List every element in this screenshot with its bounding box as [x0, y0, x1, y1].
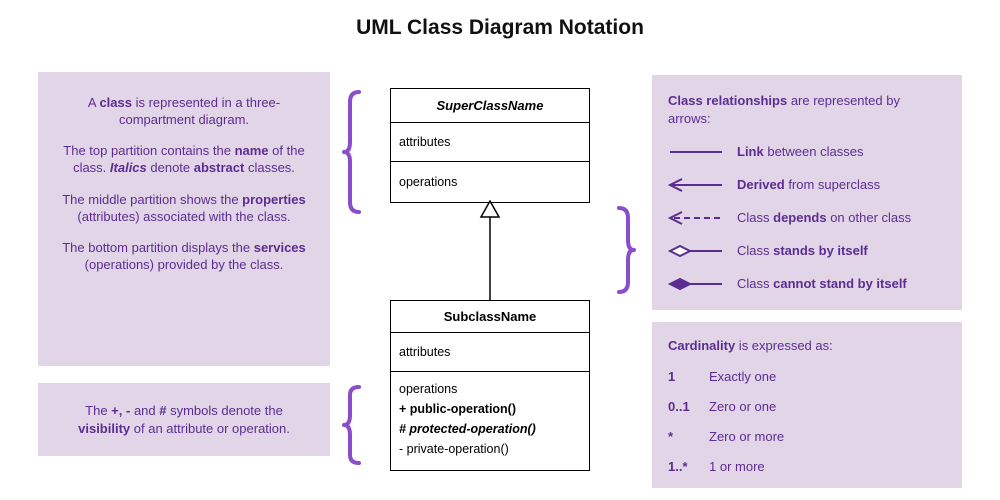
cardinality-description: 1 or more [709, 459, 765, 474]
operation-line: - private-operation() [399, 442, 509, 456]
subclass-attributes-compartment: attributes [391, 332, 589, 371]
relationship-label: Derived from superclass [737, 177, 881, 193]
cardinality-panel: Cardinality is expressed as: 1 Exactly o… [652, 322, 962, 488]
depends-arrow-icon [668, 210, 722, 225]
generalization-arrow-icon [479, 200, 501, 300]
subclass-name: SubclassName [443, 309, 537, 324]
relationship-label: Class depends on other class [737, 210, 912, 226]
visibility-note-text: The +, - and # symbols denote the visibi… [78, 402, 290, 436]
cardinality-description: Zero or more [709, 429, 785, 444]
cardinality-heading: Cardinality is expressed as: [668, 338, 833, 353]
relationship-row: Derived from superclass [668, 177, 946, 192]
link-arrow-icon [670, 150, 722, 153]
explanation-paragraph: The bottom partition displays the servic… [62, 239, 306, 273]
cardinality-symbol: * [668, 429, 674, 444]
compartments-brace-icon [342, 90, 361, 214]
relationships-panel: Class relationships are represented by a… [652, 75, 962, 310]
cardinality-row: 1..* 1 or more [668, 459, 946, 474]
superclass-box: SuperClassName attributes operations [390, 88, 590, 203]
relationship-row: Class stands by itself [668, 243, 946, 258]
operation-line: # protected-operation() [399, 422, 536, 436]
relationship-label: Class stands by itself [737, 243, 868, 259]
relationships-brace-icon [617, 206, 636, 294]
class-explanation-panel: A class is represented in a three-compar… [38, 72, 330, 366]
page-title: UML Class Diagram Notation [356, 16, 644, 39]
aggregation-arrow-icon [668, 244, 722, 257]
cardinality-row: * Zero or more [668, 429, 946, 444]
superclass-attributes-compartment: attributes [391, 122, 589, 161]
subclass-operations-compartment: operations + public-operation() # protec… [391, 371, 589, 470]
composition-arrow-icon [668, 277, 722, 290]
superclass-operations-compartment: operations [391, 161, 589, 202]
explanation-paragraph: The top partition contains the name of t… [63, 143, 305, 176]
cardinality-description: Exactly one [709, 369, 777, 384]
visibility-panel: The +, - and # symbols denote the visibi… [38, 383, 330, 456]
relationships-heading: Class relationships are represented by a… [668, 93, 900, 126]
derived-arrow-icon [668, 177, 722, 192]
cardinality-symbol: 0..1 [668, 399, 690, 414]
operation-line: operations [399, 382, 458, 396]
relationship-row: Class cannot stand by itself [668, 276, 946, 291]
explanation-paragraph: A class is represented in a three-compar… [87, 95, 281, 128]
cardinality-symbol: 1..* [668, 459, 688, 474]
visibility-brace-icon [342, 385, 361, 465]
cardinality-symbol: 1 [668, 369, 676, 384]
cardinality-row: 1 Exactly one [668, 369, 946, 384]
relationship-label: Class cannot stand by itself [737, 276, 907, 292]
cardinality-row: 0..1 Zero or one [668, 399, 946, 414]
superclass-name: SuperClassName [436, 98, 544, 113]
relationship-row: Link between classes [668, 144, 946, 159]
subclass-box: SubclassName attributes operations + pub… [390, 300, 590, 471]
relationship-label: Link between classes [737, 144, 864, 160]
relationship-row: Class depends on other class [668, 210, 946, 225]
cardinality-description: Zero or one [709, 399, 777, 414]
explanation-paragraph: The middle partition shows the propertie… [62, 191, 306, 224]
operation-line: + public-operation() [399, 402, 517, 416]
